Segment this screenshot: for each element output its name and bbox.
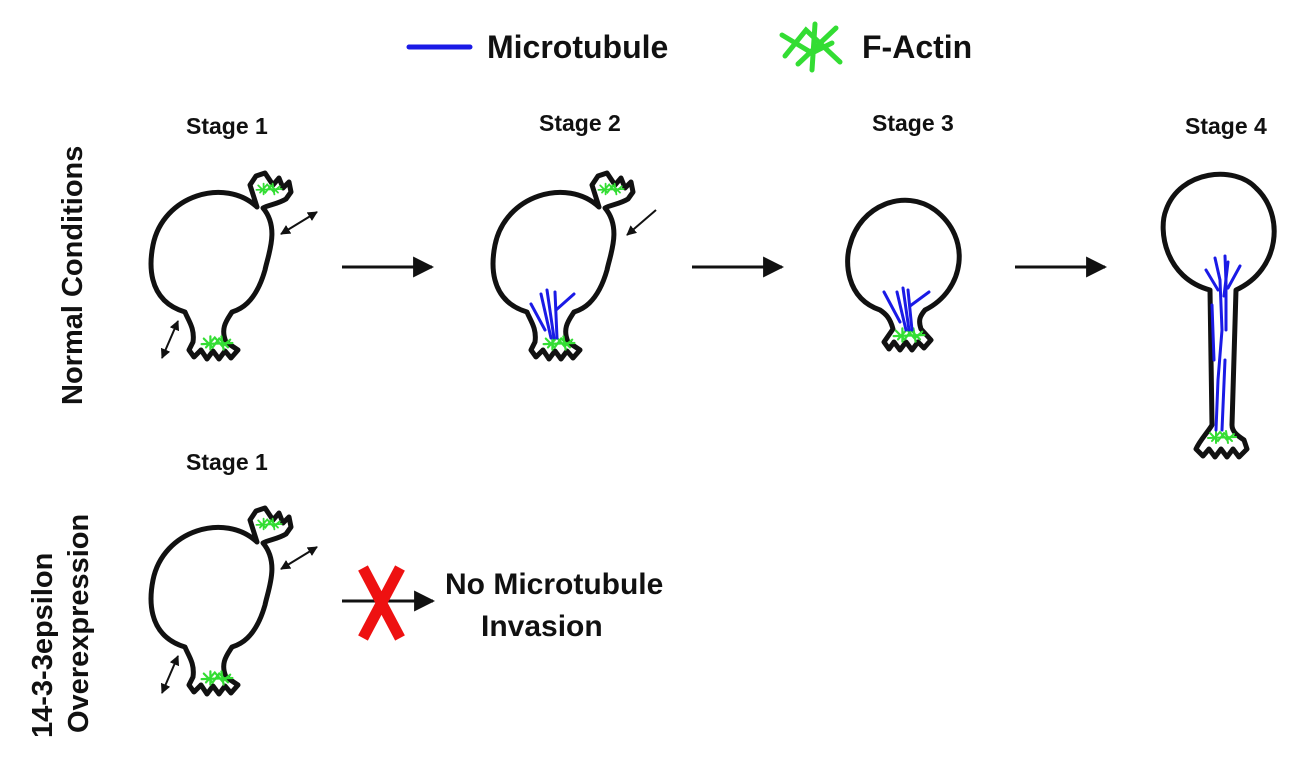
stage-label-overexpression-1: Stage 1 [186,449,268,475]
cell-overexpression-stage-1 [151,508,317,694]
stage-label-normal-3: Stage 3 [872,110,954,136]
microtubule-legend-label: Microtubule [487,29,668,65]
row-label-overexpression-1: 14-3-3epsilon [27,553,59,738]
cell-normal-stage-2 [490,170,657,362]
blocked-text-line-1: No Microtubule [445,568,663,601]
factin-legend-label: F-Actin [862,29,972,65]
microtubules-stage-4 [1204,254,1242,432]
legend: Microtubule F-Actin [406,21,972,73]
blocked-arrow [342,565,436,641]
row-label-overexpression-2: Overexpression [63,514,95,733]
factin-legend-icon [779,21,843,73]
stage-label-normal-4: Stage 4 [1185,113,1267,139]
stage-label-normal-1: Stage 1 [186,113,268,139]
blocked-text-line-2: Invasion [481,610,603,643]
stage-label-normal-2: Stage 2 [539,110,621,136]
cell-normal-stage-1 [151,173,317,359]
red-x-icon [358,565,405,641]
microtubules-stage-2 [529,288,576,340]
row-label-normal: Normal Conditions [57,146,89,405]
cell-normal-stage-4 [1160,171,1277,460]
cell-normal-stage-3 [845,197,962,353]
